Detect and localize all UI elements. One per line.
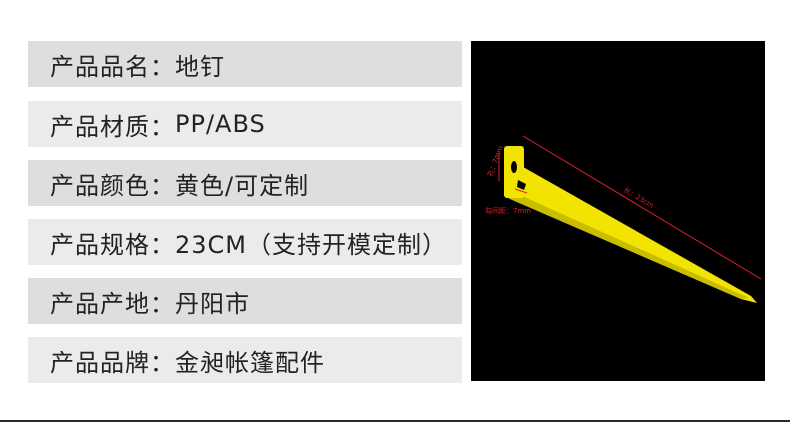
tent-stake [505,148,757,303]
spec-value: PP/ABS [175,110,266,138]
length-label: 长：23cm [622,185,656,210]
hook-dimension-line [514,188,528,194]
spec-label: 产品规格： [50,230,175,259]
spec-label: 产品品牌： [50,348,175,377]
spec-label: 产品产地： [50,289,175,318]
tent-stake-illustration: 孔：7mm 长：23cm 勾间距：7mm [485,135,762,303]
stake-edge-shadow [510,191,749,299]
bottom-divider [0,420,790,422]
spec-row-material: 产品材质：PP/ABS [28,101,462,147]
product-photo: 孔：7mm 长：23cm 勾间距：7mm [471,41,765,381]
hook-label: 勾间距：7mm [485,206,531,215]
spec-label: 产品颜色： [50,171,175,200]
spec-label: 产品材质： [50,112,175,141]
spec-value: 黄色/可定制 [175,171,310,200]
spec-value: 23CM（支持开模定制） [175,230,448,259]
spec-value: 金昶帐篷配件 [175,348,325,377]
stake-hook-notch [517,180,526,190]
spec-row-size: 产品规格：23CM（支持开模定制） [28,219,462,265]
spec-row-color: 产品颜色：黄色/可定制 [28,160,462,206]
spec-row-name: 产品品名：地钉 [28,41,462,87]
length-dimension-line [522,135,762,280]
spec-row-origin: 产品产地：丹阳市 [28,278,462,324]
spec-row-brand: 产品品牌：金昶帐篷配件 [28,337,462,383]
spec-value: 地钉 [175,52,225,81]
stake-hole [511,161,517,173]
hole-label: 孔：7mm [486,145,505,178]
spec-value: 丹阳市 [175,289,250,318]
spec-label: 产品品名： [50,52,175,81]
